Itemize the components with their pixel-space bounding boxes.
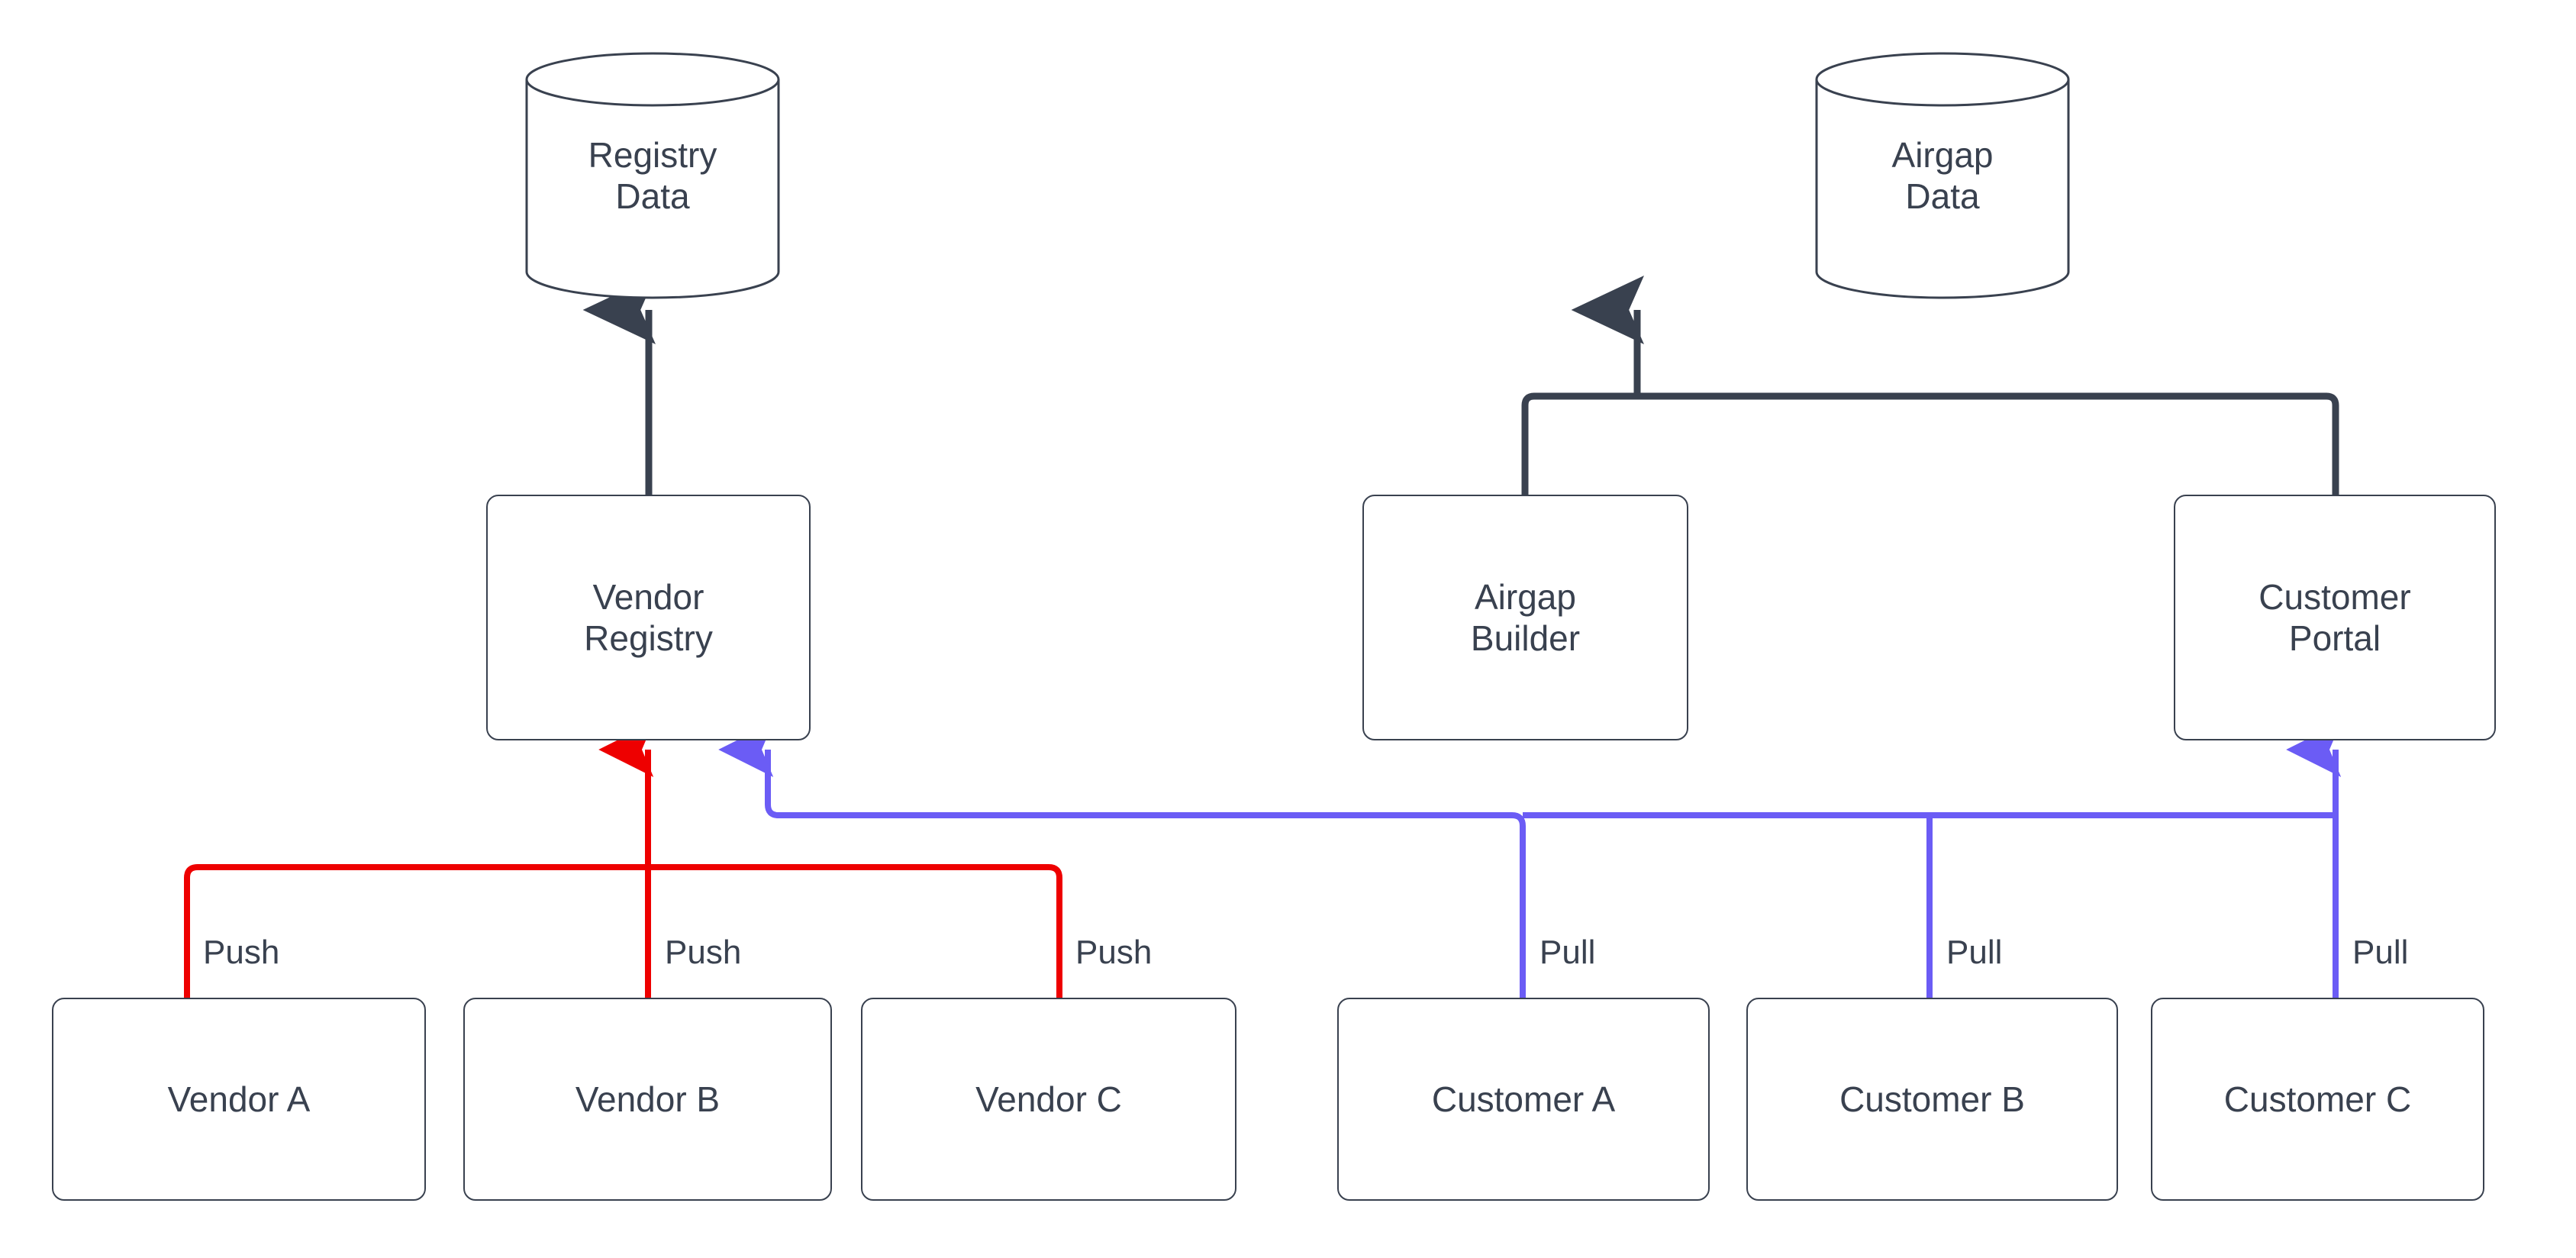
edge-label-push-vendor-b: Push [665,934,742,971]
node-vendor-registry[interactable]: Vendor Registry [486,495,811,740]
cylinder-shape [1815,52,2070,299]
datastore-label: Airgap Data [1891,134,1994,216]
node-label: Customer B [1839,1079,2025,1119]
node-vendor-c[interactable]: Vendor C [861,998,1236,1201]
edge-label-pull-customer-b: Pull [1946,934,2003,971]
datastore-registry-data[interactable]: Registry Data [525,52,780,299]
node-vendor-a[interactable]: Vendor A [52,998,426,1201]
edge-label-push-vendor-c: Push [1075,934,1153,971]
edge-label-pull-customer-a: Pull [1539,934,1596,971]
edge-vendor-a-push [184,864,648,998]
edge-vendor-c-push [648,864,1062,998]
edge-airgap-builder-to-airgap-data [1521,392,1637,495]
node-customer-c[interactable]: Customer C [2151,998,2484,1201]
node-label: Vendor A [167,1079,311,1119]
edge-label-pull-customer-c: Pull [2352,934,2409,971]
node-customer-b[interactable]: Customer B [1746,998,2118,1201]
node-label: Customer C [2223,1079,2412,1119]
cylinder-shape [525,52,780,299]
edge-customer-portal-to-airgap-data [1637,392,2339,495]
datastore-label: Registry Data [588,134,717,216]
node-airgap-builder[interactable]: Airgap Builder [1362,495,1688,740]
datastore-airgap-data[interactable]: Airgap Data [1815,52,2070,299]
node-label: Airgap Builder [1470,576,1581,658]
node-label: Vendor C [975,1079,1122,1119]
node-label: Vendor Registry [584,576,713,658]
node-customer-portal[interactable]: Customer Portal [2174,495,2496,740]
edge-label-push-vendor-a: Push [203,934,280,971]
node-label: Vendor B [575,1079,721,1119]
node-label: Customer Portal [2258,576,2411,658]
edge-customer-a-pull [718,722,1526,998]
node-customer-a[interactable]: Customer A [1337,998,1710,1201]
node-label: Customer A [1431,1079,1616,1119]
node-vendor-b[interactable]: Vendor B [463,998,832,1201]
